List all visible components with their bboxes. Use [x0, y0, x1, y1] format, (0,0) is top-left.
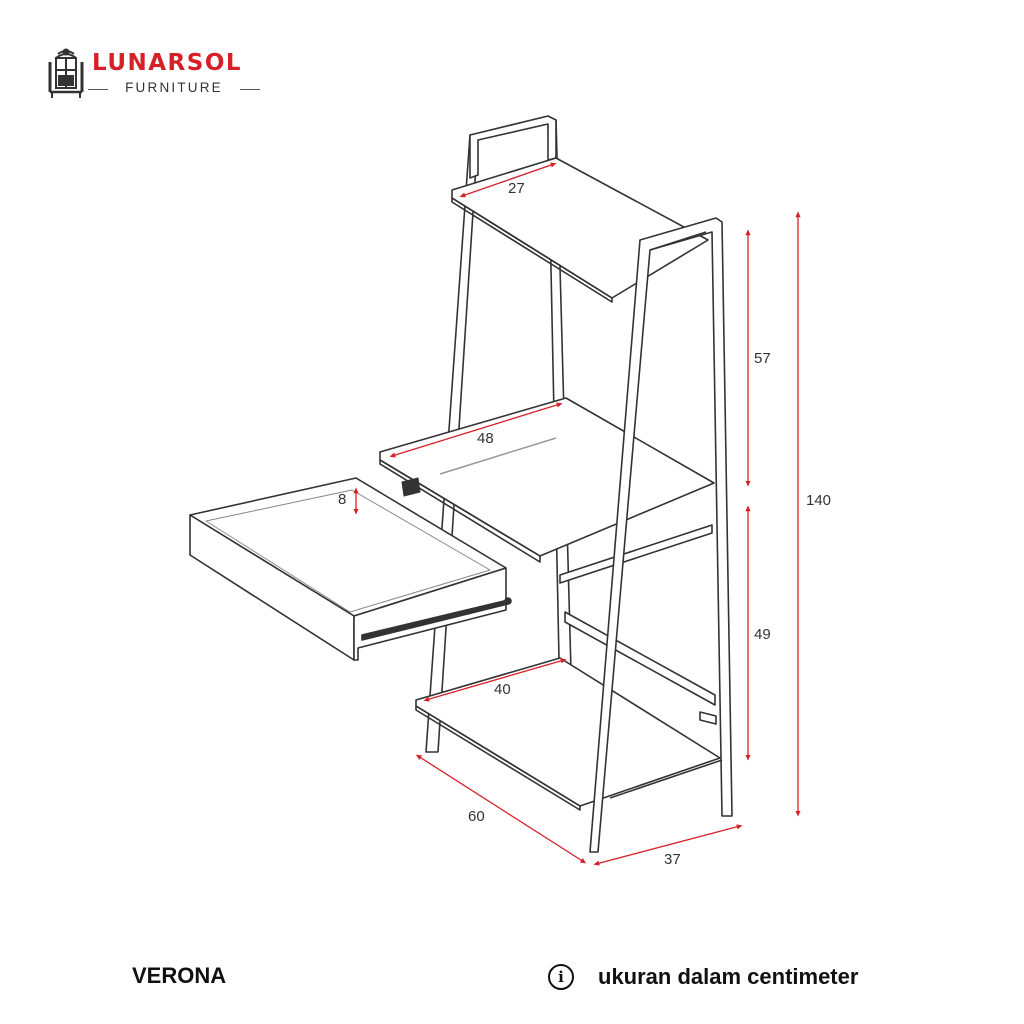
measurement-note: i ukuran dalam centimeter	[548, 960, 858, 994]
dim-bottom-shelf-width: 40	[494, 681, 511, 698]
dim-total-height: 140	[806, 492, 832, 509]
brand-name: LUNARSOL	[92, 50, 243, 76]
dimension-lines	[353, 162, 801, 866]
brand-logo: LUNARSOL FURNITURE	[44, 46, 264, 102]
measurement-note-text: ukuran dalam centimeter	[598, 964, 859, 989]
info-icon: i	[548, 964, 574, 990]
dim-upper-height: 57	[754, 350, 771, 367]
dim-top-shelf-width: 27	[508, 180, 525, 197]
dim-middle-shelf-width: 48	[477, 430, 494, 447]
drawer	[189, 477, 512, 661]
shelf-frame	[379, 115, 733, 853]
dim-depth: 60	[468, 808, 485, 825]
dim-base-width: 37	[664, 851, 681, 868]
storefront-crest-icon	[48, 48, 84, 98]
product-name: VERONA	[132, 963, 227, 988]
dim-lower-height: 49	[754, 626, 771, 643]
dim-drawer-height: 8	[338, 491, 347, 508]
brand-subtitle: FURNITURE	[88, 80, 260, 95]
